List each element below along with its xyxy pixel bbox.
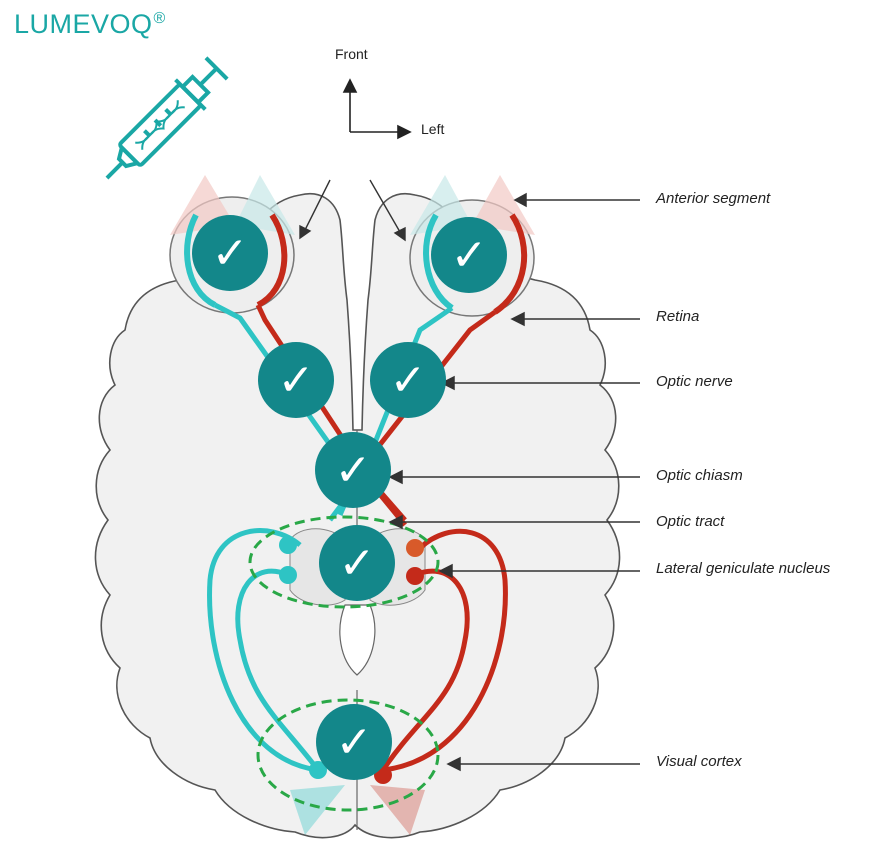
cyan-lgn-node-lower bbox=[279, 566, 297, 584]
label-retina: Retina bbox=[656, 308, 699, 325]
check-mark-icon: ✓ bbox=[335, 445, 372, 496]
check-badge-visual-cortex: ✓ bbox=[316, 704, 392, 780]
orientation-arrows bbox=[344, 80, 410, 138]
check-mark-icon: ✓ bbox=[278, 355, 315, 406]
label-anterior-segment: Anterior segment bbox=[656, 190, 770, 207]
check-badge-left-eye: ✓ bbox=[431, 217, 507, 293]
check-badge-right-eye: ✓ bbox=[192, 215, 268, 291]
check-mark-icon: ✓ bbox=[451, 230, 488, 281]
check-mark-icon: ✓ bbox=[390, 355, 427, 406]
registered-mark: ® bbox=[154, 10, 166, 27]
check-mark-icon: ✓ bbox=[212, 228, 249, 279]
red-lgn-node-upper bbox=[406, 539, 424, 557]
label-lateral-geniculate-nucleus: Lateral geniculate nucleus bbox=[656, 560, 830, 577]
check-badge-left-optic-nerve: ✓ bbox=[370, 342, 446, 418]
label-optic-nerve: Optic nerve bbox=[656, 373, 733, 390]
check-badge-optic-chiasm: ✓ bbox=[315, 432, 391, 508]
label-visual-cortex: Visual cortex bbox=[656, 753, 742, 770]
check-mark-icon: ✓ bbox=[336, 717, 373, 768]
front-label: Front bbox=[335, 46, 368, 62]
label-optic-tract: Optic tract bbox=[656, 513, 724, 530]
check-badge-lgn: ✓ bbox=[319, 525, 395, 601]
label-optic-chiasm: Optic chiasm bbox=[656, 467, 743, 484]
red-lgn-node-lower bbox=[406, 567, 424, 585]
check-mark-icon: ✓ bbox=[339, 538, 376, 589]
syringe-icon bbox=[92, 54, 231, 193]
product-name: LUMEVOQ® bbox=[14, 9, 166, 40]
cyan-lgn-node-upper bbox=[279, 536, 297, 554]
left-label: Left bbox=[421, 121, 444, 137]
check-badge-right-optic-nerve: ✓ bbox=[258, 342, 334, 418]
